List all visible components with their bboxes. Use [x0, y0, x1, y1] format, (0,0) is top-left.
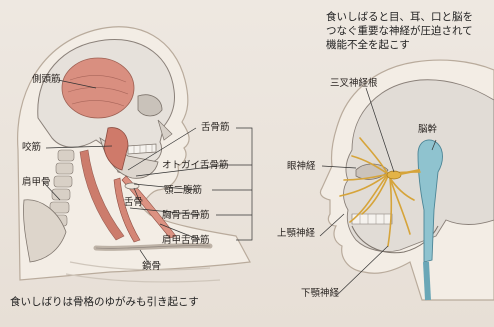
right-trigeminal-ganglion: [387, 171, 401, 179]
heading-line: 食いしばると目、耳、口と脳を: [326, 10, 494, 24]
label-brainstem: 脳幹: [418, 125, 437, 135]
caption: 食いしばりは骨格のゆがみも引き起こす: [10, 294, 199, 309]
label-trigeminal-root: 三叉神経根: [330, 79, 378, 89]
right-head-figure: [320, 60, 494, 300]
left-hyoid: [125, 183, 139, 189]
label-digastric: 顎二腹筋: [164, 186, 202, 196]
heading-line: つなぐ重要な神経が圧迫されて: [326, 24, 494, 38]
label-omohyoid: 肩甲舌骨筋: [162, 236, 210, 246]
label-scapula: 肩甲骨: [22, 178, 51, 188]
label-ophthalmic-nerve: 眼神経: [287, 162, 316, 172]
label-mandibular-nerve: 下顎神経: [301, 289, 339, 299]
heading-text: 食いしばると目、耳、口と脳を つなぐ重要な神経が圧迫されて 機能不全を起こす: [326, 10, 494, 52]
label-maxillary-nerve: 上顎神経: [277, 229, 315, 239]
label-geniohyoid: オトガイ舌骨筋: [162, 161, 229, 171]
label-hyoid-bone: 舌骨: [124, 198, 143, 208]
label-hyoid-muscles: 舌骨筋: [201, 123, 230, 133]
left-head-figure: [18, 27, 250, 282]
label-temporalis: 側頭筋: [32, 75, 61, 85]
label-masseter: 咬筋: [22, 143, 41, 153]
left-temporalis-shape: [62, 58, 134, 118]
label-clavicle: 鎖骨: [142, 262, 161, 272]
heading-line: 機能不全を起こす: [326, 38, 494, 52]
label-sternohyoid: 胸骨舌骨筋: [162, 211, 210, 221]
